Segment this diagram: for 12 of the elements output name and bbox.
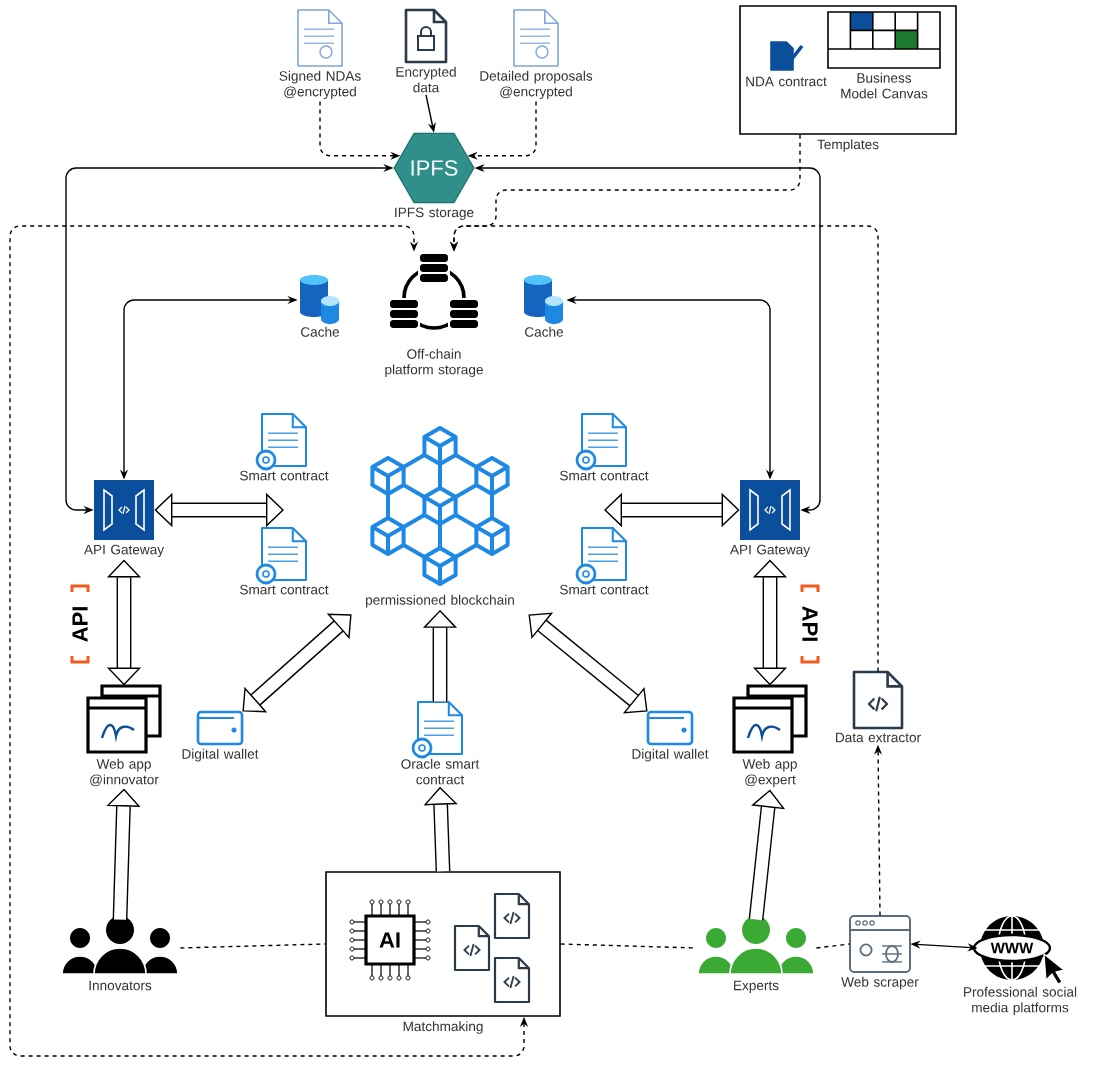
block-arrow bbox=[154, 492, 284, 528]
connector-line bbox=[560, 943, 697, 949]
connector-line bbox=[179, 943, 326, 949]
connector-line bbox=[815, 943, 851, 949]
api-label: API bbox=[70, 584, 90, 664]
chip-label: AI bbox=[379, 932, 400, 948]
block-arrow bbox=[604, 492, 740, 528]
block-arrow bbox=[242, 613, 352, 713]
api-label: API bbox=[800, 584, 820, 664]
block-arrow bbox=[752, 559, 788, 686]
block-arrow bbox=[106, 559, 142, 686]
block-arrow bbox=[528, 612, 648, 714]
